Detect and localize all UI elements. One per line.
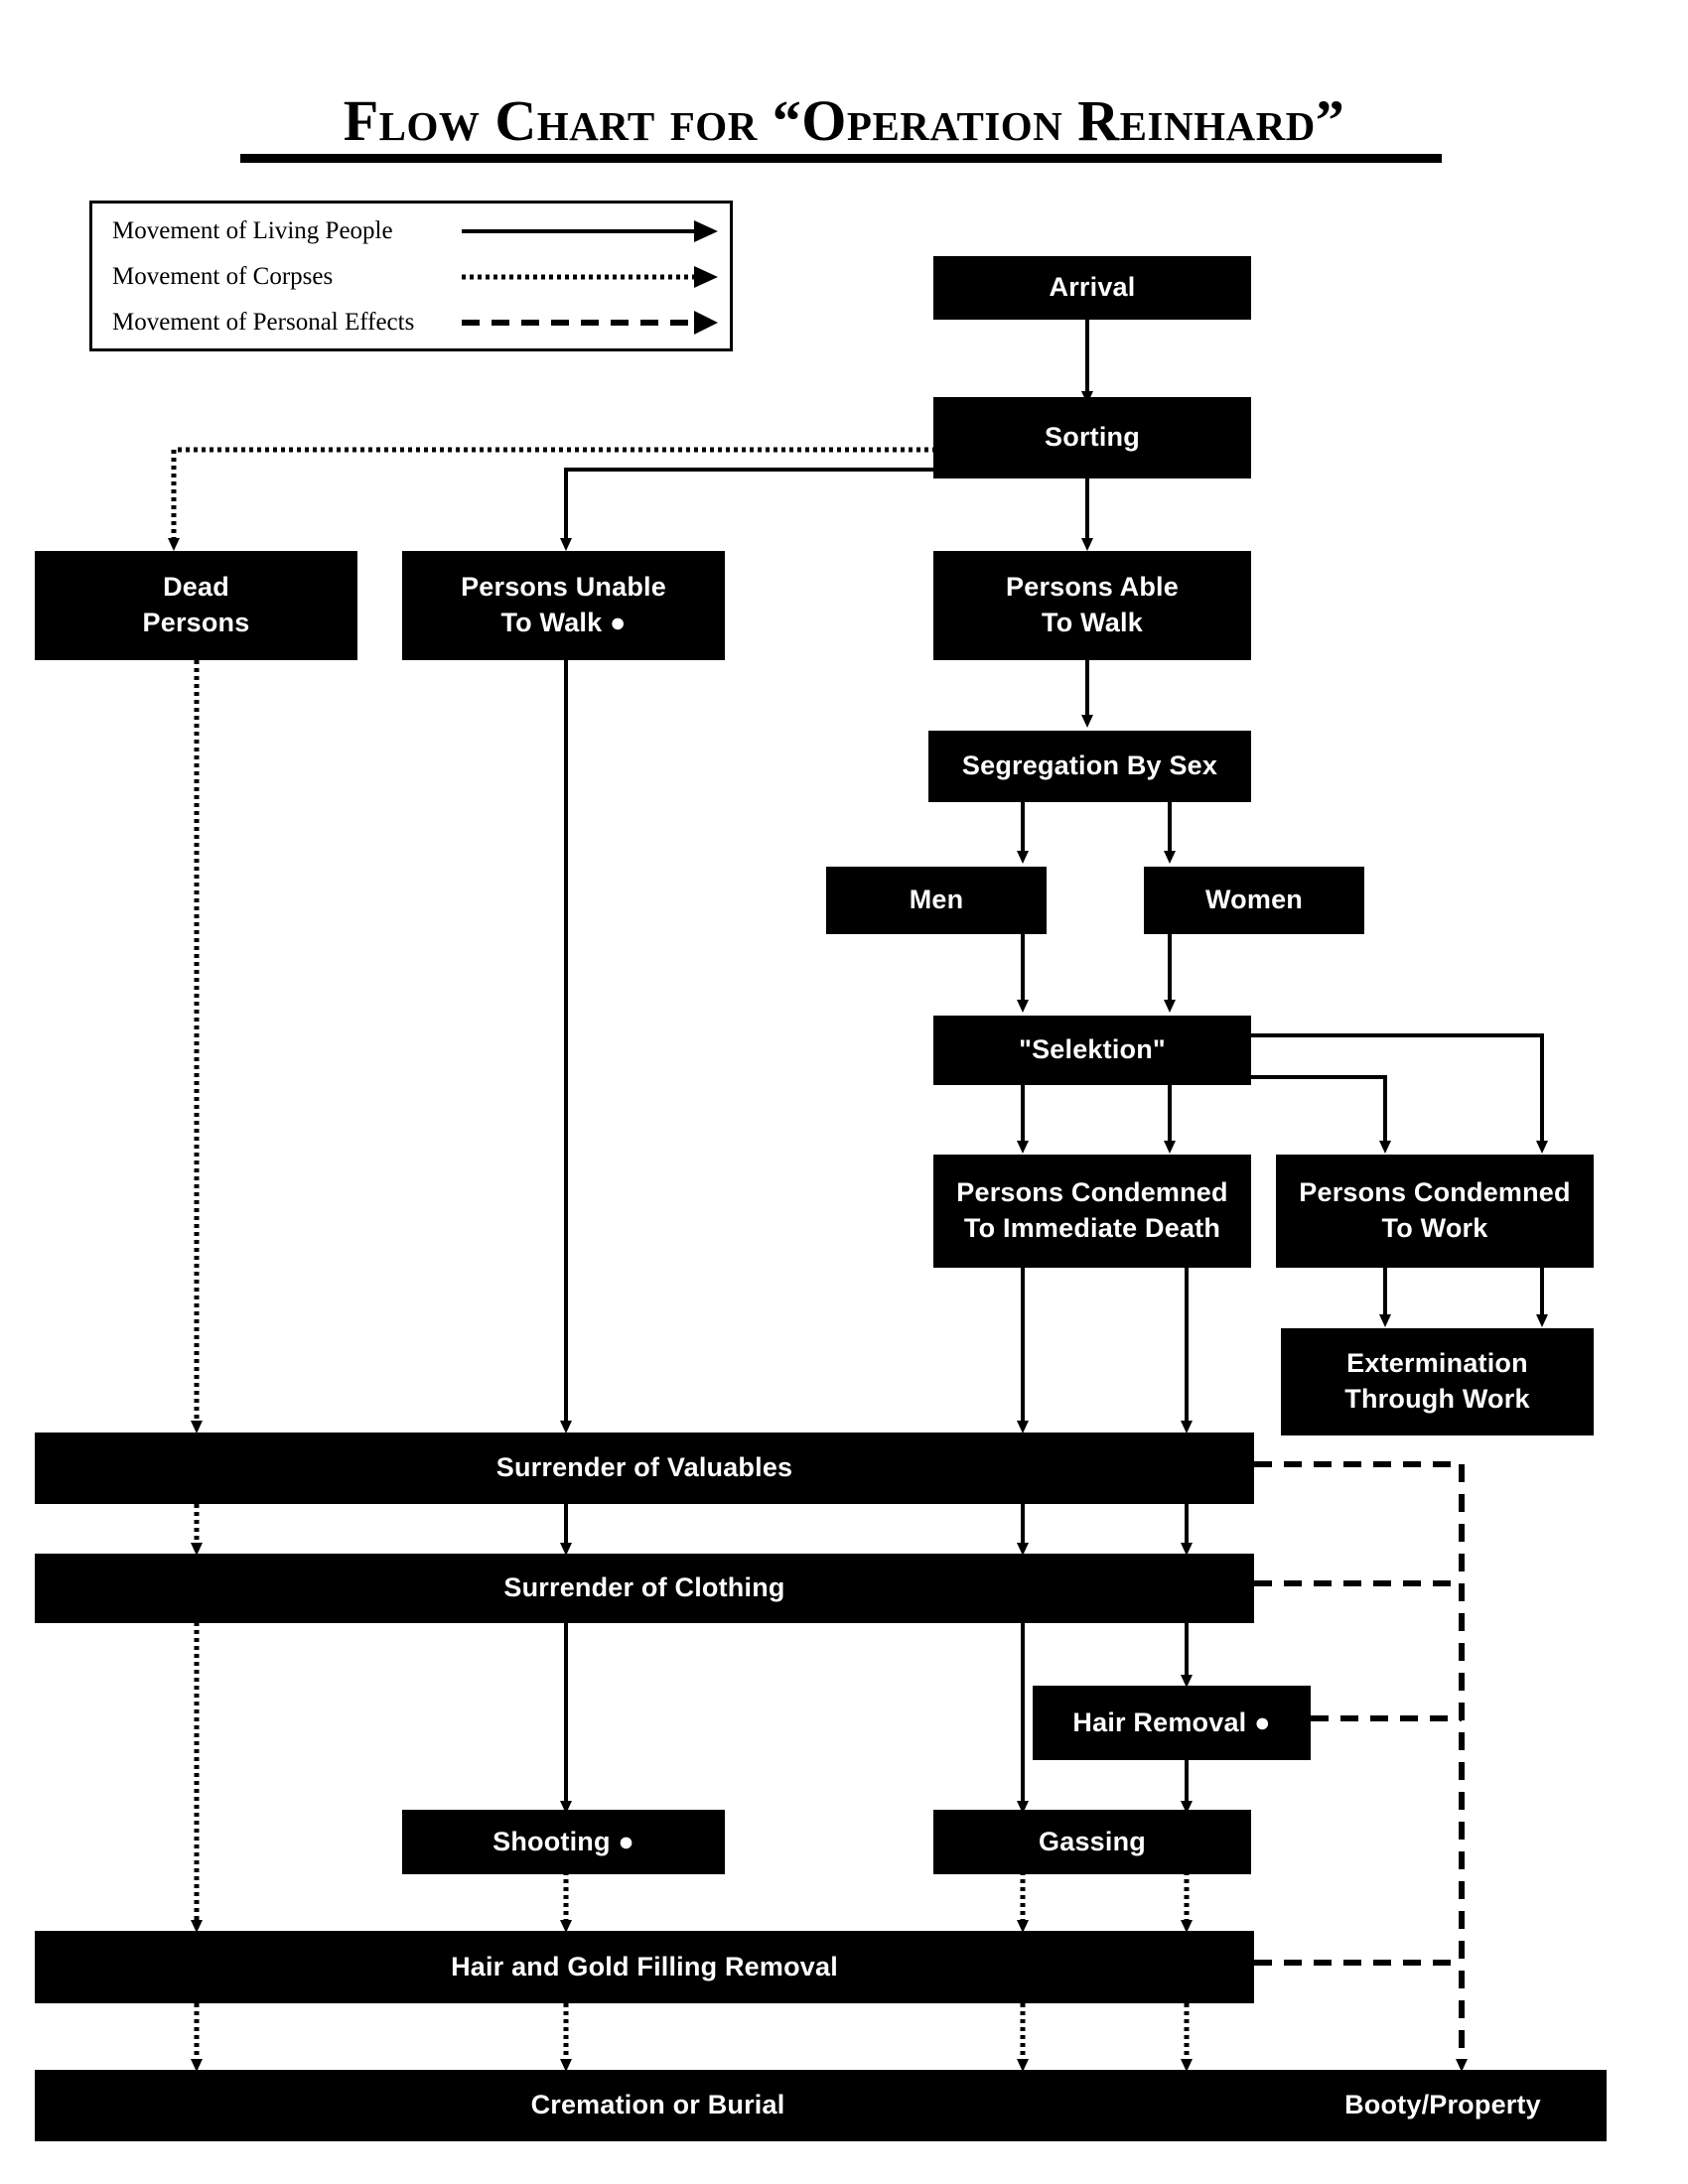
node-hair-and-gold-filling-removal-label: Hair and Gold Filling Removal bbox=[451, 1951, 838, 1981]
node-booty-property[interactable]: Booty/Property bbox=[1279, 2070, 1607, 2141]
node-surrender-of-valuables-label: Surrender of Valuables bbox=[495, 1452, 793, 1483]
edge-sorting-unable bbox=[560, 468, 1087, 551]
solid-arrow-icon bbox=[462, 220, 718, 242]
node-persons-condemned-to-work[interactable]: Persons Condemned To Work bbox=[1276, 1155, 1594, 1268]
node-women[interactable]: Women bbox=[1144, 867, 1364, 934]
edge-selektion-work-outer bbox=[1244, 1033, 1548, 1154]
node-extermination-through-work[interactable]: Extermination Through Work bbox=[1281, 1328, 1594, 1435]
node-persons-able-to-walk[interactable]: Persons Able To Walk bbox=[933, 551, 1251, 660]
legend: Movement of Living People Movement of Co… bbox=[89, 201, 733, 351]
node-extermination-line1: Extermination bbox=[1346, 1348, 1528, 1379]
node-dead-persons[interactable]: Dead Persons bbox=[35, 551, 357, 660]
node-dead-persons-line1: Dead bbox=[163, 572, 229, 603]
node-men-label: Men bbox=[909, 885, 964, 915]
node-sorting-label: Sorting bbox=[1045, 422, 1140, 453]
node-condemned-death-line1: Persons Condemned bbox=[956, 1177, 1228, 1208]
node-persons-able-to-walk-line2: To Walk bbox=[1042, 608, 1143, 637]
node-cremation-or-burial-label: Cremation or Burial bbox=[530, 2090, 785, 2120]
node-hair-removal[interactable]: Hair Removal ● bbox=[1033, 1686, 1311, 1760]
legend-item-corpses: Movement of Corpses bbox=[112, 257, 718, 297]
node-surrender-of-clothing[interactable]: Surrender of Clothing bbox=[35, 1554, 1254, 1623]
node-hair-and-gold-filling-removal[interactable]: Hair and Gold Filling Removal bbox=[35, 1931, 1254, 2003]
node-persons-unable-to-walk[interactable]: Persons Unable To Walk ● bbox=[402, 551, 725, 660]
node-sorting[interactable]: Sorting bbox=[933, 397, 1251, 478]
node-condemned-work-line1: Persons Condemned bbox=[1299, 1177, 1571, 1208]
node-dead-persons-line2: Persons bbox=[142, 608, 250, 637]
title-underline-rule bbox=[240, 154, 1442, 163]
node-women-label: Women bbox=[1204, 885, 1303, 915]
node-persons-condemned-to-immediate-death[interactable]: Persons Condemned To Immediate Death bbox=[933, 1155, 1251, 1268]
node-cremation-or-burial[interactable]: Cremation or Burial bbox=[35, 2070, 1281, 2141]
node-surrender-of-clothing-label: Surrender of Clothing bbox=[503, 1572, 785, 1603]
node-persons-unable-to-walk-line2: To Walk ● bbox=[500, 608, 627, 637]
legend-label-corpses: Movement of Corpses bbox=[112, 263, 334, 290]
node-gassing-label: Gassing bbox=[1039, 1826, 1146, 1856]
legend-item-personal-effects: Movement of Personal Effects bbox=[112, 303, 718, 342]
node-selektion-label: "Selektion" bbox=[1019, 1034, 1166, 1065]
node-arrival-label: Arrival bbox=[1049, 272, 1136, 303]
node-arrival[interactable]: Arrival bbox=[933, 256, 1251, 320]
node-segregation-by-sex-label: Segregation By Sex bbox=[961, 751, 1218, 781]
legend-item-living-people: Movement of Living People bbox=[112, 211, 718, 251]
page-title: Flow Chart for “Operation Reinhard” bbox=[343, 88, 1345, 153]
node-shooting[interactable]: Shooting ● bbox=[402, 1810, 725, 1874]
node-extermination-line2: Through Work bbox=[1344, 1384, 1530, 1414]
legend-label-living-people: Movement of Living People bbox=[112, 217, 393, 244]
node-persons-unable-to-walk-line1: Persons Unable bbox=[461, 572, 666, 603]
dotted-arrow-icon bbox=[462, 266, 718, 288]
node-surrender-of-valuables[interactable]: Surrender of Valuables bbox=[35, 1433, 1254, 1504]
node-condemned-death-line2: To Immediate Death bbox=[963, 1213, 1221, 1243]
node-hair-removal-label: Hair Removal ● bbox=[1072, 1706, 1271, 1737]
node-shooting-label: Shooting ● bbox=[492, 1826, 634, 1856]
node-selektion[interactable]: "Selektion" bbox=[933, 1016, 1251, 1085]
node-gassing[interactable]: Gassing bbox=[933, 1810, 1251, 1874]
edge-selektion-work-inner bbox=[1244, 1075, 1391, 1154]
node-condemned-work-line2: To Work bbox=[1381, 1213, 1488, 1243]
node-men[interactable]: Men bbox=[826, 867, 1047, 934]
edge-sorting-dead bbox=[168, 447, 1087, 551]
legend-label-personal-effects: Movement of Personal Effects bbox=[112, 309, 415, 336]
node-segregation-by-sex[interactable]: Segregation By Sex bbox=[928, 731, 1251, 802]
node-booty-property-label: Booty/Property bbox=[1344, 2090, 1541, 2120]
node-persons-able-to-walk-line1: Persons Able bbox=[1006, 572, 1179, 603]
dashed-arrow-icon bbox=[462, 311, 718, 335]
